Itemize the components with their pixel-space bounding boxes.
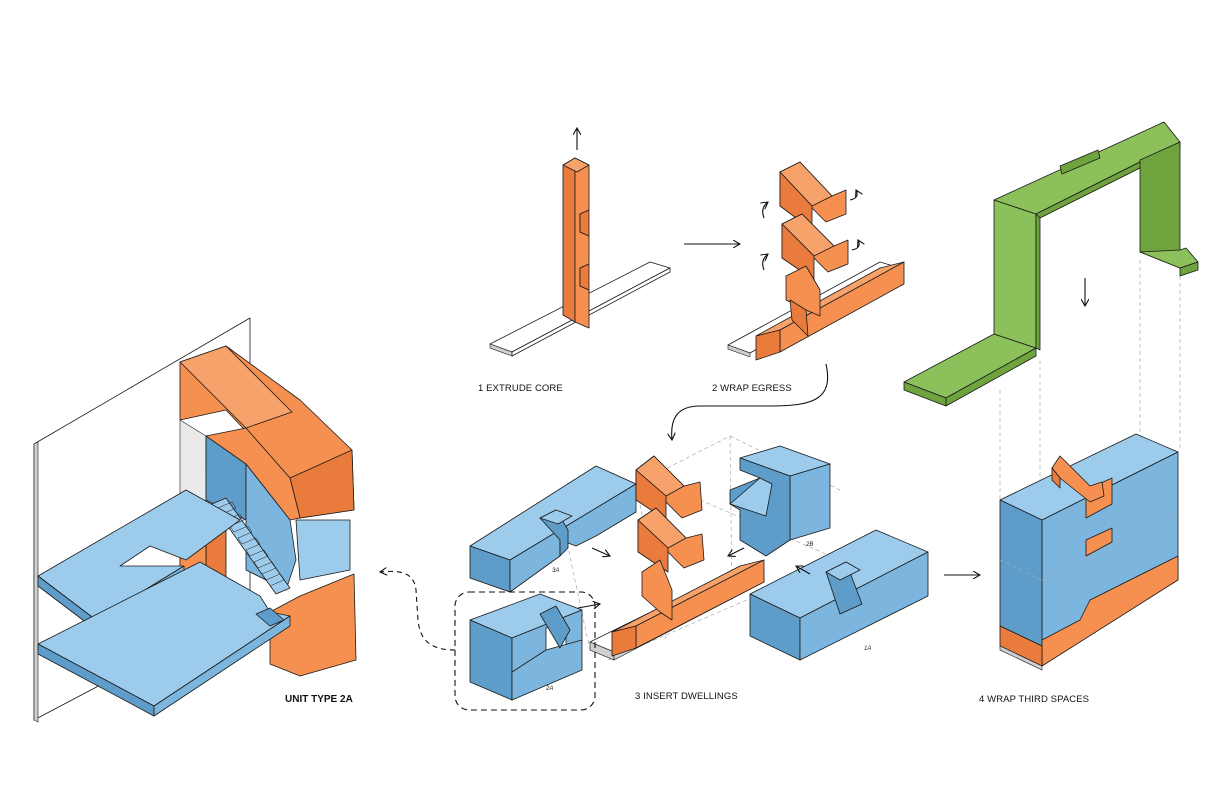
dwelling-2b: 2B xyxy=(729,445,831,557)
unit-type-label: UNIT TYPE 2A xyxy=(285,694,353,705)
dwelling-1a: 1A xyxy=(749,529,929,661)
dwelling-2a[interactable]: 2A xyxy=(469,593,583,701)
projection-guides xyxy=(999,260,1181,500)
unit-detail-arrow xyxy=(380,571,456,651)
step3-label: 3 INSERT DWELLINGS xyxy=(635,691,738,702)
dwelling-tag-3a: 3A xyxy=(552,568,559,574)
unit-type-2a-section xyxy=(33,317,357,723)
dwelling-tag-2a: 2A xyxy=(545,686,553,692)
step3-insert-dwellings-diagram: 3A 2B xyxy=(454,435,929,711)
dwelling-3a: 3A xyxy=(469,465,637,593)
assembled-block xyxy=(999,433,1179,671)
dwelling-2a-highlight[interactable] xyxy=(454,591,596,711)
egress-stair-modules xyxy=(779,161,849,337)
third-space-wrap xyxy=(903,121,1199,407)
step4-label: 4 WRAP THIRD SPACES xyxy=(979,694,1089,705)
step2-wrap-egress-diagram xyxy=(727,161,905,361)
step2-to-step3-arrow xyxy=(672,363,828,440)
dwelling-tag-2b: 2B xyxy=(805,542,813,548)
step2-label: 2 WRAP EGRESS xyxy=(712,383,792,394)
step1-extrude-core-diagram xyxy=(489,128,671,357)
core-with-egress xyxy=(589,455,765,661)
core-column xyxy=(562,157,590,329)
step1-label: 1 EXTRUDE CORE xyxy=(478,383,563,394)
dwelling-tag-1a: 1A xyxy=(864,646,871,652)
